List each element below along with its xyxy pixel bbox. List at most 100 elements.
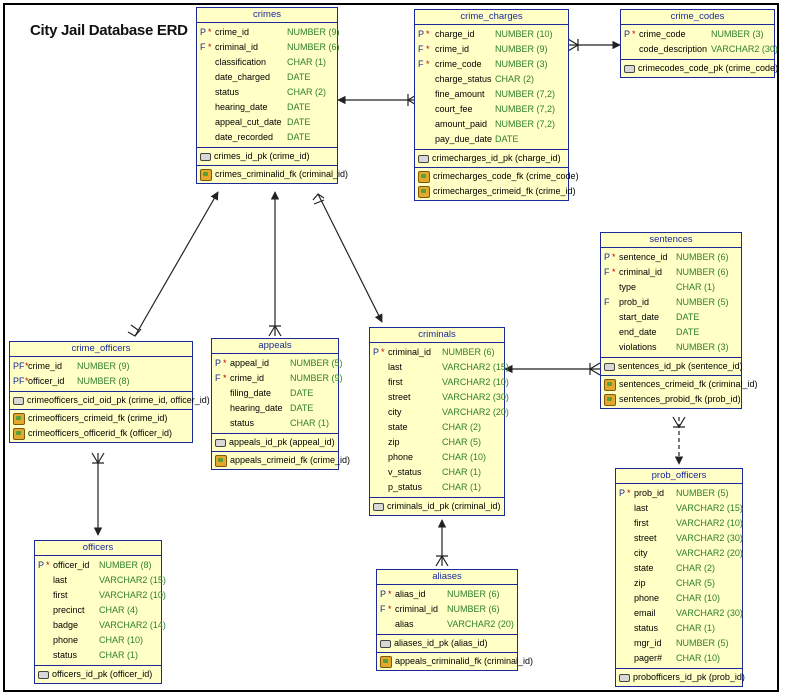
- primary-key-index[interactable]: sentences_id_pk (sentence_id): [601, 359, 743, 374]
- key-flag: P: [200, 27, 207, 37]
- primary-key-index[interactable]: probofficers_id_pk (prob_id): [616, 670, 745, 685]
- foreign-key-index[interactable]: crimeofficers_officerid_fk (officer_id): [10, 426, 192, 441]
- primary-key-index[interactable]: officers_id_pk (officer_id): [35, 667, 161, 682]
- foreign-key-index[interactable]: appeals_criminalid_fk (criminal_id): [377, 654, 533, 669]
- column-name: last: [53, 575, 68, 585]
- primary-key-index[interactable]: crimes_id_pk (crime_id): [197, 149, 337, 164]
- primary-key-index[interactable]: crimecodes_code_pk (crime_code): [621, 61, 778, 76]
- primary-key-index[interactable]: appeals_id_pk (appeal_id): [212, 435, 338, 450]
- foreign-key-index[interactable]: crimeofficers_crimeid_fk (crime_id): [10, 411, 192, 426]
- column-name: mgr_id: [634, 638, 662, 648]
- primary-key-index[interactable]: crimeofficers_cid_oid_pk (crime_id, offi…: [10, 393, 210, 408]
- foreign-key-index[interactable]: crimecharges_code_fk (crime_code): [415, 169, 579, 184]
- column-type: NUMBER (6): [447, 604, 500, 614]
- foreign-key-index[interactable]: appeals_crimeid_fk (crime_id): [212, 453, 350, 468]
- primary-key-index[interactable]: criminals_id_pk (criminal_id): [370, 499, 504, 514]
- primary-key-index[interactable]: aliases_id_pk (alias_id): [377, 636, 517, 651]
- index-label: crimeofficers_officerid_fk (officer_id): [28, 428, 173, 438]
- foreign-key-index[interactable]: crimes_criminalid_fk (criminal_id): [197, 167, 348, 182]
- foreign-key-icon: [215, 454, 227, 467]
- foreign-key-index[interactable]: crimecharges_crimeid_fk (crime_id): [415, 184, 576, 199]
- foreign-key-index[interactable]: sentences_probid_fk (prob_id): [601, 392, 741, 407]
- key-flag: P: [380, 589, 387, 599]
- primary-key-index[interactable]: crimecharges_id_pk (charge_id): [415, 151, 568, 166]
- column-row[interactable]: pager#CHAR (10): [616, 651, 742, 666]
- foreign-key-index[interactable]: sentences_crimeid_fk (criminal_id): [601, 377, 758, 392]
